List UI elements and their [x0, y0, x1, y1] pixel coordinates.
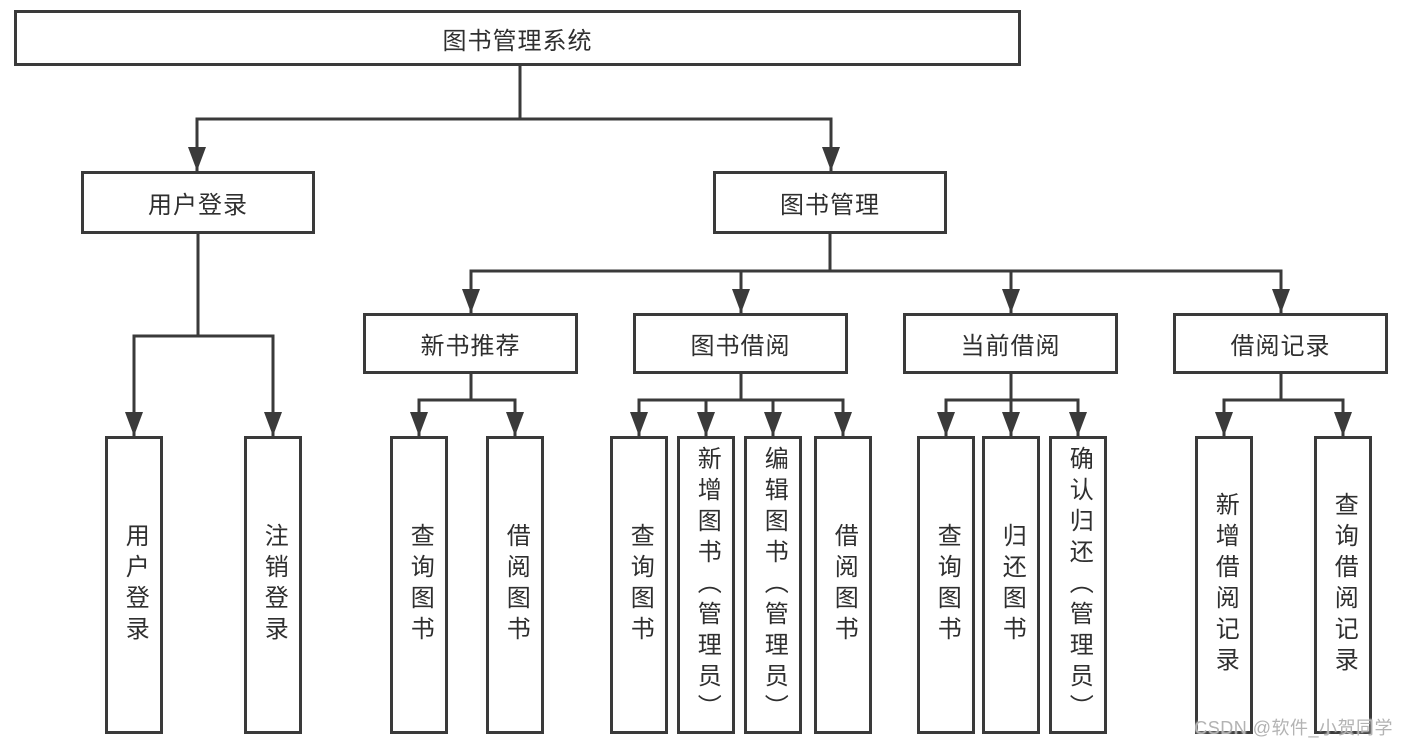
leaf-borrow-books-1-label: 借阅图书: [502, 523, 530, 647]
node-new-book-recommend: 新书推荐: [363, 313, 578, 374]
leaf-add-book-admin-label: 新增图书（管理员）: [693, 445, 721, 725]
node-book-management: 图书管理: [713, 171, 947, 234]
leaf-query-borrow-record: 查询借阅记录: [1314, 436, 1372, 734]
node-borrow-records: 借阅记录: [1173, 313, 1388, 374]
node-borrow-records-label: 借阅记录: [1230, 333, 1331, 360]
leaf-borrow-books-2: 借阅图书: [814, 436, 872, 734]
leaf-add-borrow-record: 新增借阅记录: [1195, 436, 1253, 734]
leaf-confirm-return-admin-label: 确认归还（管理员）: [1065, 445, 1093, 725]
leaf-return-books: 归还图书: [982, 436, 1040, 734]
node-current-borrowing: 当前借阅: [903, 313, 1118, 374]
node-user-login-label: 用户登录: [148, 192, 248, 219]
leaf-borrow-books-1: 借阅图书: [486, 436, 544, 734]
node-user-login: 用户登录: [81, 171, 315, 234]
leaf-query-books-3-label: 查询图书: [933, 523, 961, 647]
leaf-add-book-admin: 新增图书（管理员）: [677, 436, 735, 734]
leaf-user-login: 用户登录: [105, 436, 163, 734]
leaf-query-books-2: 查询图书: [610, 436, 668, 734]
node-root-label: 图书管理系统: [442, 27, 593, 55]
node-current-borrowing-label: 当前借阅: [960, 333, 1061, 360]
leaf-logout-label: 注销登录: [260, 523, 288, 647]
leaf-borrow-books-2-label: 借阅图书: [830, 523, 858, 647]
leaf-edit-book-admin-label: 编辑图书（管理员）: [760, 445, 788, 725]
leaf-return-books-label: 归还图书: [998, 523, 1026, 647]
node-book-borrowing-label: 图书借阅: [690, 333, 791, 360]
leaf-query-books-3: 查询图书: [917, 436, 975, 734]
node-book-management-label: 图书管理: [780, 192, 880, 219]
leaf-logout: 注销登录: [244, 436, 302, 734]
node-book-borrowing: 图书借阅: [633, 313, 848, 374]
leaf-query-books-1: 查询图书: [390, 436, 448, 734]
leaf-query-borrow-record-label: 查询借阅记录: [1330, 492, 1358, 678]
leaf-user-login-label: 用户登录: [121, 523, 149, 647]
node-root: 图书管理系统: [14, 10, 1021, 66]
watermark: CSDN @软件_小贺同学: [1194, 718, 1393, 738]
leaf-edit-book-admin: 编辑图书（管理员）: [744, 436, 802, 734]
node-new-book-recommend-label: 新书推荐: [420, 333, 521, 360]
leaf-add-borrow-record-label: 新增借阅记录: [1211, 492, 1239, 678]
leaf-confirm-return-admin: 确认归还（管理员）: [1049, 436, 1107, 734]
leaf-query-books-2-label: 查询图书: [626, 523, 654, 647]
leaf-query-books-1-label: 查询图书: [406, 523, 434, 647]
